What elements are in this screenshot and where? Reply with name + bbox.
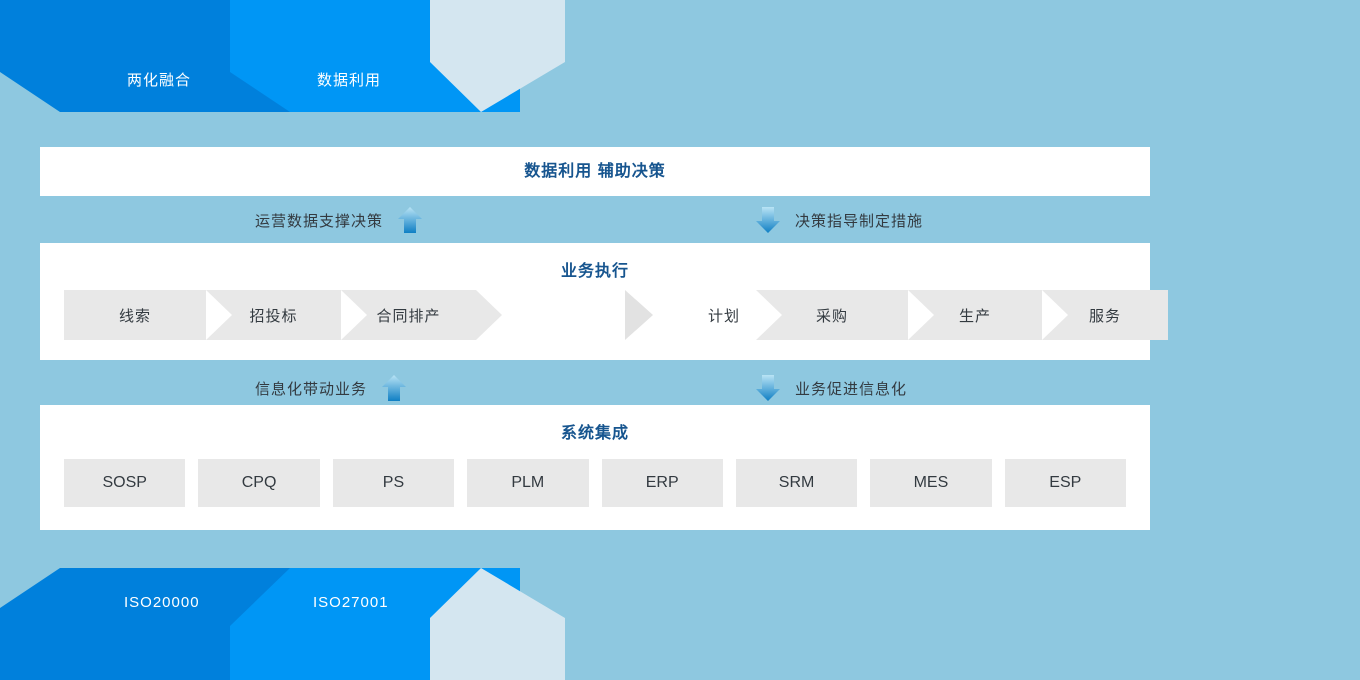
top-band-label-1: 两化融合 bbox=[127, 72, 192, 89]
top-band-label-2: 数据利用 bbox=[317, 72, 382, 89]
system-box-mes[interactable]: MES bbox=[870, 459, 992, 507]
panel-business-title: 业务执行 bbox=[560, 263, 629, 280]
arrow-up-icon bbox=[381, 374, 407, 402]
process-step-jihua[interactable]: 计划 bbox=[707, 307, 740, 325]
top-banner: 两化融合 数据利用 bbox=[0, 0, 1360, 112]
connector-row-1-left: 运营数据支撑决策 bbox=[255, 197, 423, 243]
process-step-xiansuo[interactable]: 线索 bbox=[64, 290, 206, 340]
system-box-srm[interactable]: SRM bbox=[735, 459, 858, 507]
panel-decision: 数据利用 辅助决策 bbox=[40, 147, 1150, 196]
system-box-plm[interactable]: PLM bbox=[467, 459, 589, 507]
connector-row-1: 运营数据支撑决策 决策指导制定措施 bbox=[40, 197, 1150, 243]
bottom-banner: ISO20000 ISO27001 bbox=[0, 568, 1360, 680]
connector-row-2-left: 信息化带动业务 bbox=[255, 365, 407, 411]
connector-row-2-right-label: 业务促进信息化 bbox=[795, 380, 908, 398]
process-step-hetongpaichan[interactable]: 合同排产 bbox=[341, 290, 476, 340]
chevron-standalone-icon bbox=[625, 290, 653, 340]
system-box-erp[interactable]: ERP bbox=[601, 459, 723, 507]
connector-row-2: 信息化带动业务 业务促进信息化 bbox=[40, 365, 1150, 411]
system-box-sosp[interactable]: SOSP bbox=[64, 459, 186, 507]
bottom-band-label-1: ISO20000 bbox=[124, 594, 200, 611]
bottom-band-label-2: ISO27001 bbox=[313, 594, 389, 611]
process-step-zhaotoubiao[interactable]: 招投标 bbox=[206, 290, 341, 340]
connector-row-2-right: 业务促进信息化 bbox=[755, 365, 907, 411]
system-box-cpq[interactable]: CPQ bbox=[198, 459, 320, 507]
system-box-esp[interactable]: ESP bbox=[1004, 459, 1126, 507]
system-list: SOSP CPQ PS PLM ERP SRM MES ESP bbox=[64, 459, 1126, 507]
chevron-tip-icon bbox=[476, 290, 502, 340]
process-step-fuwu[interactable]: 服务 bbox=[1042, 290, 1168, 340]
connector-row-2-left-label: 信息化带动业务 bbox=[255, 380, 368, 398]
arrow-down-icon bbox=[755, 374, 781, 402]
process-flow: 线索 招投标 合同排产 计划 采购 生产 服务 bbox=[64, 290, 1168, 340]
arrow-down-icon bbox=[755, 206, 781, 234]
panel-decision-title: 数据利用 辅助决策 bbox=[524, 163, 666, 180]
connector-row-1-right: 决策指导制定措施 bbox=[755, 197, 923, 243]
system-box-ps[interactable]: PS bbox=[332, 459, 455, 507]
connector-row-1-right-label: 决策指导制定措施 bbox=[795, 212, 924, 230]
arrow-up-icon bbox=[397, 206, 423, 234]
panel-business: 业务执行 线索 招投标 合同排产 计划 采购 生产 服务 bbox=[40, 243, 1168, 360]
connector-row-1-left-label: 运营数据支撑决策 bbox=[255, 212, 384, 230]
panel-systems-title: 系统集成 bbox=[560, 425, 629, 442]
panel-systems: 系统集成 SOSP CPQ PS PLM ERP SRM MES ESP bbox=[40, 405, 1150, 530]
